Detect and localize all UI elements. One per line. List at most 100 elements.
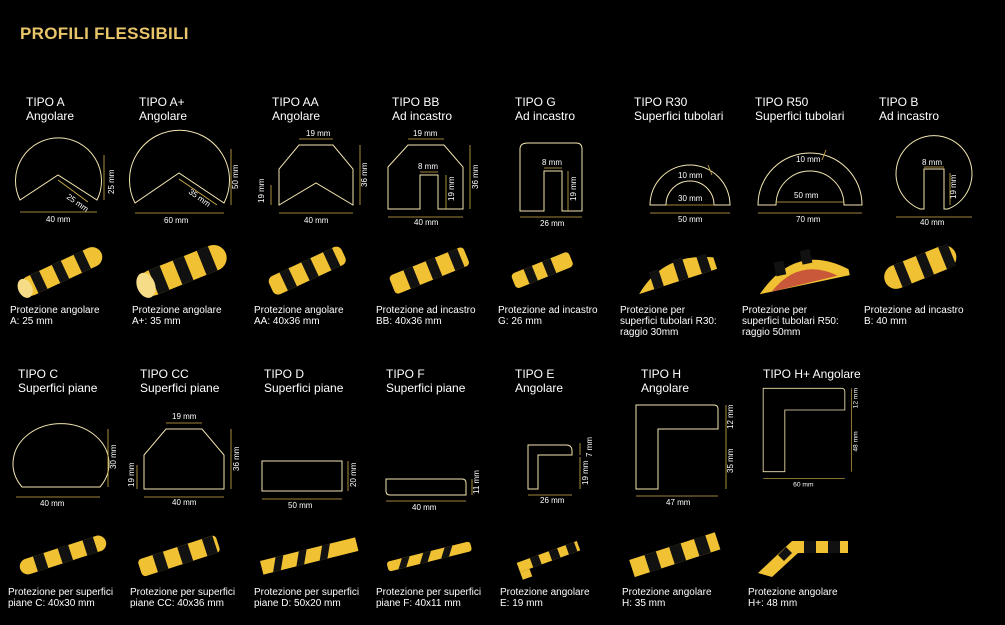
dim-label: 19 mm: [447, 176, 456, 201]
desc-line: Protezione angolare: [254, 305, 344, 316]
profile-card-d[interactable]: TIPO D Superfici piane 50 mm 20 mm Prote…: [254, 367, 376, 617]
desc-line: Protezione per: [620, 305, 686, 316]
profile-name: TIPO A+: [139, 95, 185, 109]
profile-card-f[interactable]: TIPO F Superfici piane 40 mm 11 mm Prote…: [376, 367, 498, 617]
profile-description: Protezione angolare AA: 40x36 mm: [254, 305, 376, 327]
profile-name: TIPO C: [18, 367, 59, 381]
profile-f-diagram: 40 mm 11 mm: [385, 470, 481, 512]
desc-line: superfici tubolari R50:: [742, 316, 839, 327]
profile-card-hplus[interactable]: TIPO H+ Angolare 60 mm 12 mm 48 mm Prote…: [748, 367, 870, 617]
desc-line: superfici tubolari R30:: [620, 316, 717, 327]
dim-label: 35 mm: [726, 448, 735, 473]
profile-category: Superfici tubolari: [634, 109, 724, 123]
profile-card-b[interactable]: TIPO B Ad incastro 8 mm 40 mm 19 mm Prot…: [864, 95, 986, 345]
profile-description: Protezione per superfici piane C: 40x30 …: [8, 587, 130, 609]
profile-description: Protezione angolare H+: 48 mm: [748, 587, 870, 609]
profile-card-aa[interactable]: TIPO AA Angolare 19 mm 40 mm 19 mm 36 mm…: [254, 95, 376, 345]
profile-description: Protezione angolare H: 35 mm: [622, 587, 744, 609]
desc-line: Protezione angolare: [10, 305, 100, 316]
profile-description: Protezione angolare A: 25 mm: [10, 305, 132, 327]
desc-line: piane CC: 40x36 mm: [130, 598, 224, 609]
dim-label: 8 mm: [922, 158, 942, 167]
profile-category: Superfici piane: [140, 381, 220, 395]
desc-line: raggio 30mm: [620, 327, 679, 338]
profile-description: Protezione angolare A+: 35 mm: [132, 305, 254, 327]
dim-label: 19 mm: [306, 129, 331, 138]
dim-label: 50 mm: [794, 191, 819, 200]
profile-r50-photo: [759, 248, 850, 295]
desc-line: A+: 35 mm: [132, 316, 181, 327]
profile-r30-photo: [639, 253, 718, 295]
profile-description: Protezione per superfici tubolari R30: r…: [620, 305, 742, 338]
profile-name: TIPO G: [515, 95, 556, 109]
profile-description: Protezione ad incastro G: 26 mm: [498, 305, 620, 327]
profile-header: TIPO A Angolare: [26, 95, 74, 123]
dim-label: 26 mm: [540, 496, 565, 505]
profile-category: Superfici piane: [264, 381, 344, 395]
dim-label: 40 mm: [172, 498, 197, 507]
profile-card-r50[interactable]: TIPO R50 Superfici tubolari 10 mm 50 mm …: [742, 95, 864, 345]
profile-header: TIPO G Ad incastro: [515, 95, 575, 123]
profile-header: TIPO R50 Superfici tubolari: [755, 95, 844, 123]
profile-card-bb[interactable]: TIPO BB Ad incastro 19 mm 8 mm 40 mm 19 …: [376, 95, 498, 345]
profile-name: TIPO CC: [140, 367, 189, 381]
dim-label: 10 mm: [678, 171, 703, 180]
profile-h-photo: [629, 532, 721, 578]
profile-name: TIPO H+ Angolare: [763, 367, 861, 381]
dim-label: 19 mm: [127, 462, 136, 487]
desc-line: piane D: 50x20 mm: [254, 598, 341, 609]
dim-label: 47 mm: [666, 498, 691, 507]
desc-line: AA: 40x36 mm: [254, 316, 320, 327]
profile-card-aplus[interactable]: TIPO A+ Angolare 35 mm 60 mm 50 mm Prote…: [129, 95, 254, 345]
desc-line: A: 25 mm: [10, 316, 53, 327]
dim-label: 30 mm: [678, 194, 703, 203]
profile-header: TIPO F Superfici piane: [386, 367, 465, 395]
dim-label: 60 mm: [793, 482, 814, 489]
profile-card-h[interactable]: TIPO H Angolare 47 mm 12 mm 35 mm Protez…: [622, 367, 744, 617]
dim-label: 36 mm: [360, 162, 369, 187]
desc-line: E: 19 mm: [500, 598, 543, 609]
profile-card-cc[interactable]: TIPO CC Superfici piane 19 mm 40 mm 19 m…: [127, 367, 252, 617]
profile-header: TIPO A+ Angolare: [139, 95, 187, 123]
dim-label: 30 mm: [109, 444, 118, 469]
dim-label: 40 mm: [46, 215, 71, 224]
desc-line: H: 35 mm: [622, 598, 666, 609]
profile-category: Superfici tubolari: [755, 109, 845, 123]
dim-label: 12 mm: [726, 404, 735, 429]
dim-label: 25 mm: [107, 169, 116, 194]
profile-header: TIPO D Superfici piane: [264, 367, 343, 395]
dim-label: 8 mm: [418, 162, 438, 171]
profile-a-diagram: 25 mm 40 mm 25 mm: [15, 137, 116, 224]
profile-g-diagram: 8 mm 26 mm 19 mm: [519, 142, 583, 228]
profile-name: TIPO A: [26, 95, 65, 109]
profile-name: TIPO R50: [755, 95, 809, 109]
profile-card-e[interactable]: TIPO E Angolare 26 mm 19 mm 7 mm Protezi…: [500, 367, 622, 617]
dim-label: 70 mm: [796, 215, 821, 224]
profile-h-diagram: 47 mm 12 mm 35 mm: [635, 404, 735, 507]
profile-category: Ad incastro: [879, 109, 940, 123]
profile-description: Protezione per superfici piane CC: 40x36…: [130, 587, 252, 609]
profile-header: TIPO E Angolare: [515, 367, 563, 395]
profile-name: TIPO F: [386, 367, 425, 381]
profile-g-photo: [511, 252, 573, 288]
desc-line: piane C: 40x30 mm: [8, 598, 95, 609]
profile-e-diagram: 26 mm 19 mm 7 mm: [527, 437, 594, 505]
dim-label: 35 mm: [187, 187, 212, 209]
profile-card-r30[interactable]: TIPO R30 Superfici tubolari 10 mm 30 mm …: [620, 95, 742, 345]
profile-category: Ad incastro: [515, 109, 576, 123]
dim-label: 40 mm: [920, 218, 945, 227]
dim-label: 19 mm: [413, 129, 438, 138]
profile-cc-photo: [138, 535, 220, 577]
desc-line: Protezione ad incastro: [498, 305, 598, 316]
dim-label: 7 mm: [585, 437, 594, 457]
profile-header: TIPO B Ad incastro: [879, 95, 939, 123]
profile-a-photo: [17, 247, 103, 298]
dim-label: 20 mm: [349, 462, 358, 487]
profile-card-g[interactable]: TIPO G Ad incastro 8 mm 26 mm 19 mm Prot…: [498, 95, 620, 345]
profile-card-c[interactable]: TIPO C Superfici piane 40 mm 30 mm Prote…: [8, 367, 130, 617]
profile-r50-diagram: 10 mm 50 mm 70 mm: [757, 149, 863, 224]
profile-card-a[interactable]: TIPO A Angolare 25 mm 40 mm 25 mm Protez…: [10, 95, 132, 345]
dim-label: 11 mm: [472, 470, 481, 494]
profile-header: TIPO R30 Superfici tubolari: [634, 95, 723, 123]
profile-d-photo: [260, 537, 359, 575]
